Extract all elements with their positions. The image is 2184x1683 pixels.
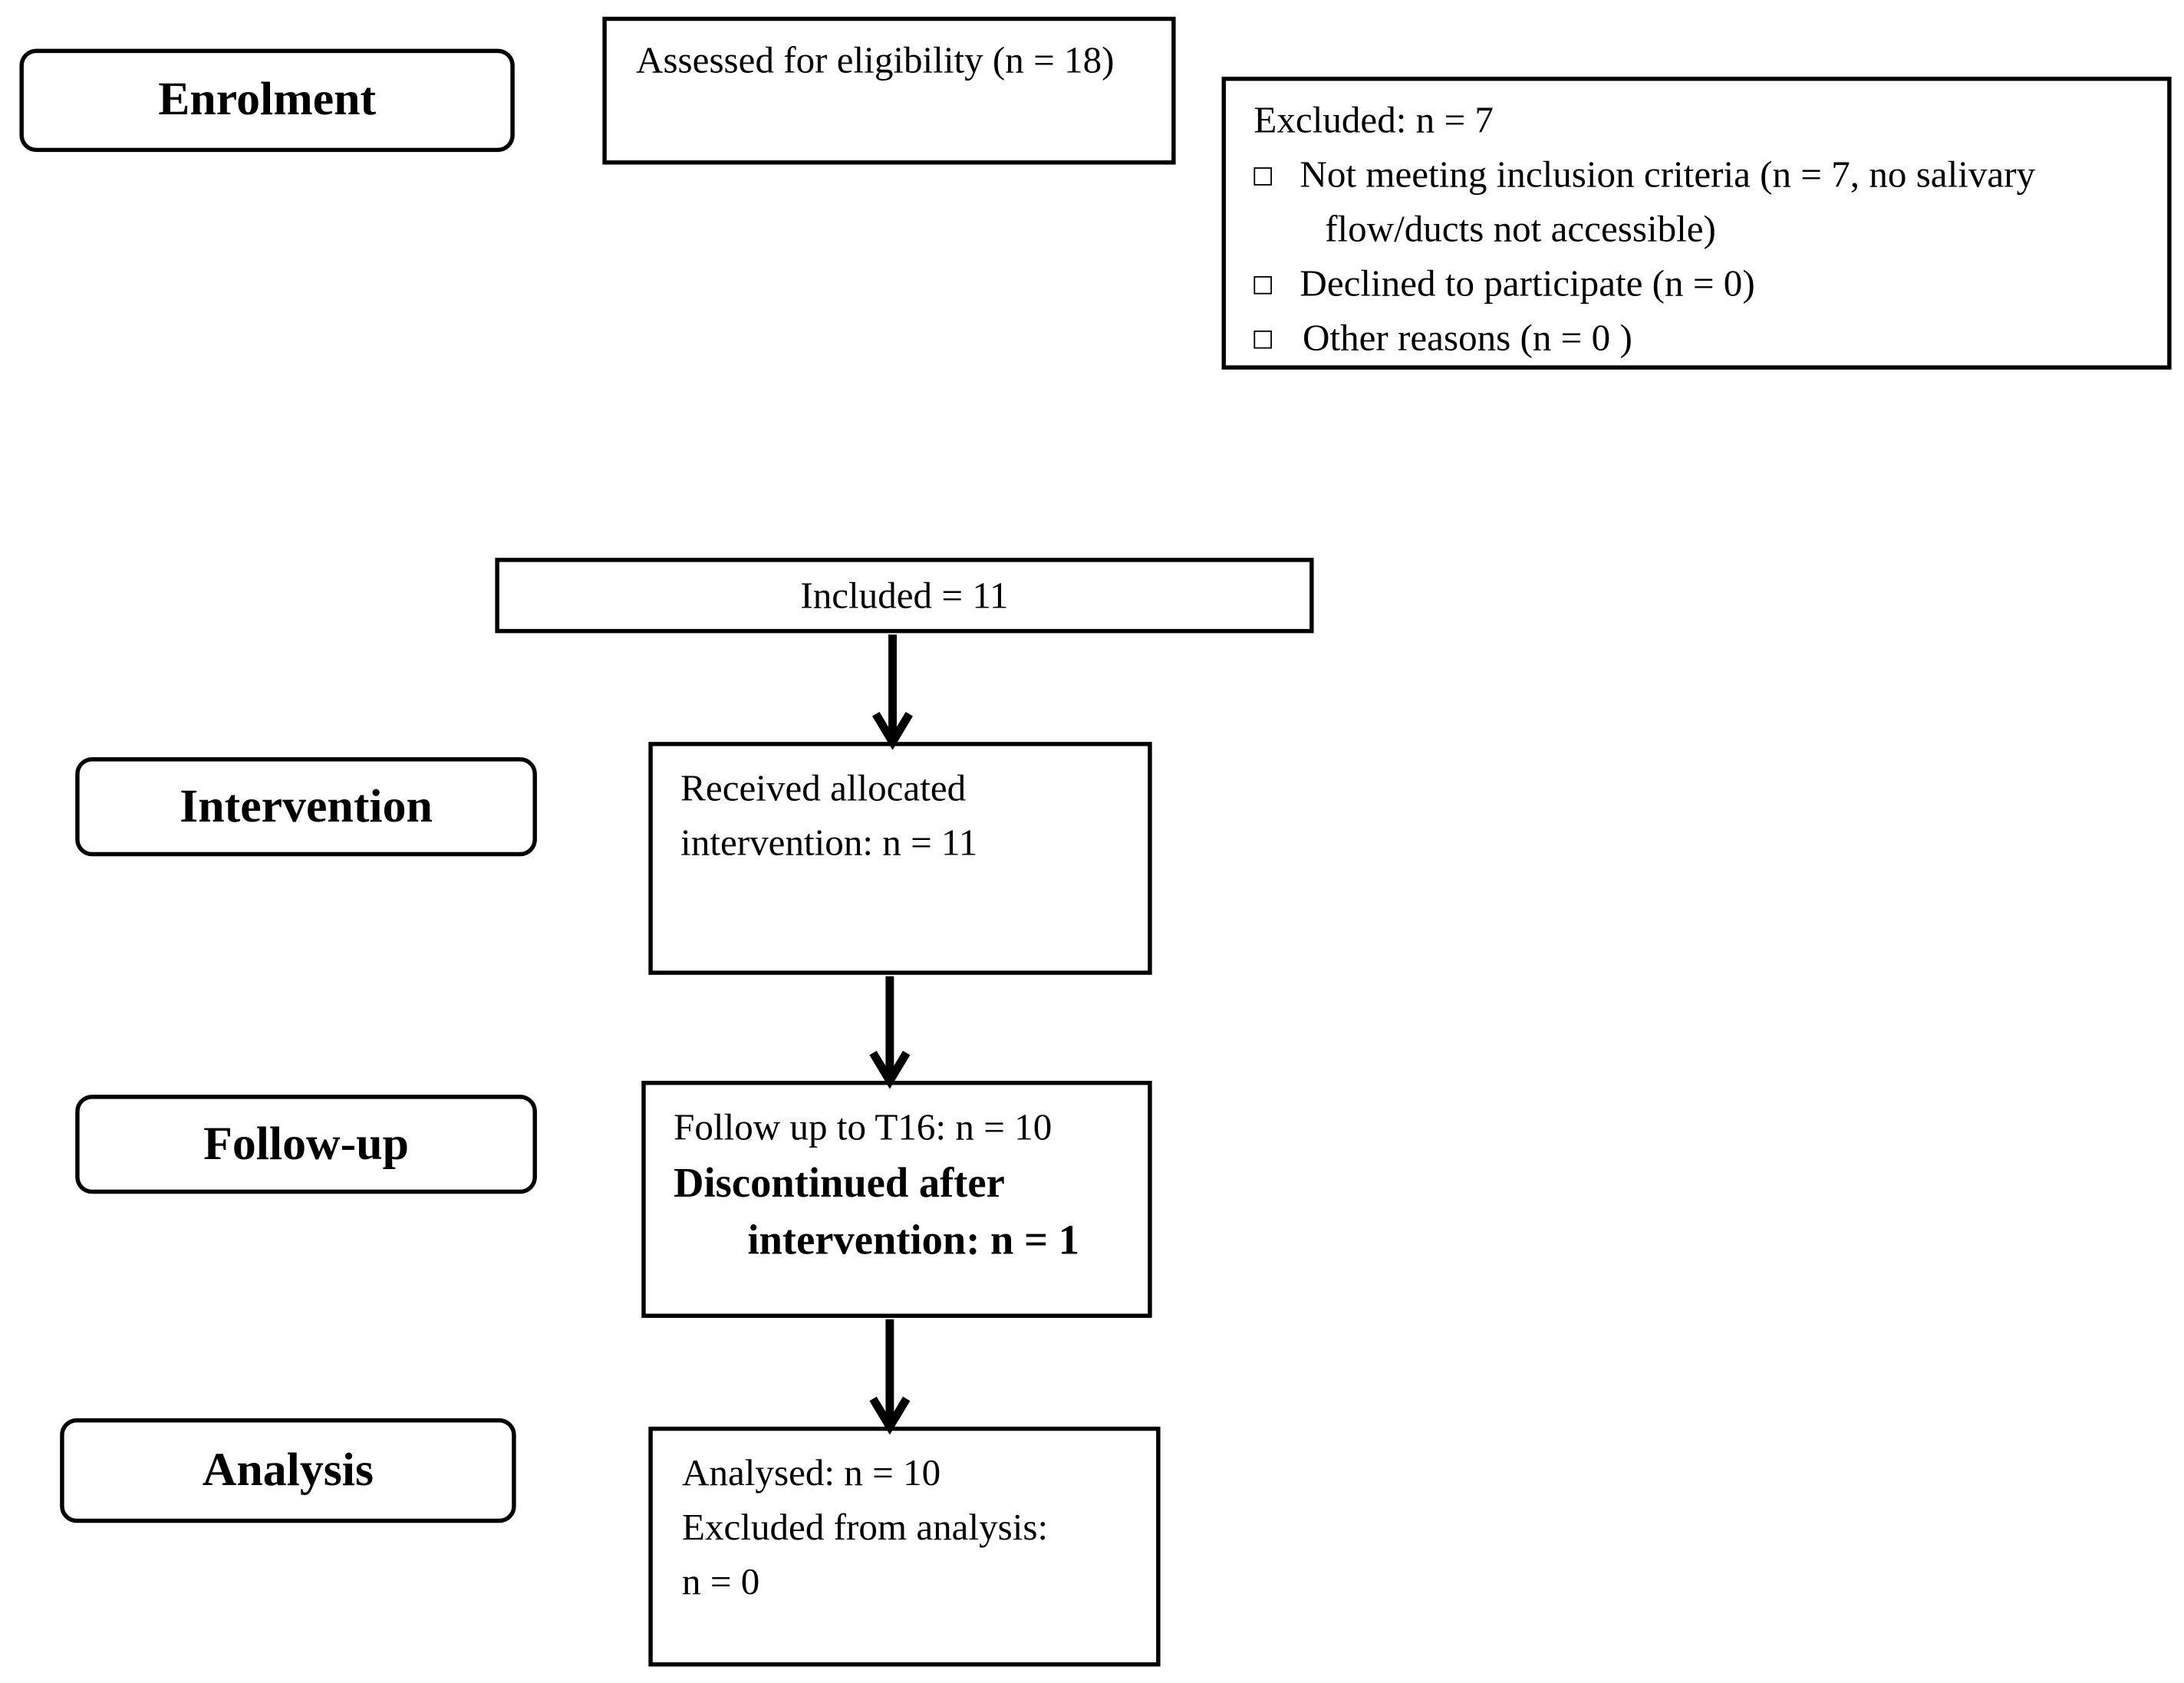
included-text: Included = 11 xyxy=(800,574,1009,616)
excluded-title: Excluded: n = 7 xyxy=(1253,99,1494,141)
excluded-item-text-continued: flow/ducts not accessible) xyxy=(1325,207,1716,250)
assessed-text: Assessed for eligibility (n = 18) xyxy=(636,38,1115,81)
stage-label-follow-up-text: Follow-up xyxy=(203,1118,409,1170)
discontinued-line-2: intervention: n = 1 xyxy=(747,1217,1079,1264)
checkbox-bullet-icon xyxy=(1253,167,1273,186)
stage-label-analysis: Analysis xyxy=(60,1418,516,1523)
allocated-line-1: Received allocated xyxy=(680,766,967,809)
stage-label-intervention-text: Intervention xyxy=(180,780,433,832)
assessed-box: Assessed for eligibility (n = 18) xyxy=(602,16,1176,165)
excluded-item-text: Declined to participate (n = 0) xyxy=(1300,262,1755,305)
arrow-included-to-allocated xyxy=(872,634,914,750)
stage-label-enrolment-text: Enrolment xyxy=(158,74,377,126)
excluded-box: Excluded: n = 7 Not meeting inclusion cr… xyxy=(1221,76,2172,370)
stage-label-intervention: Intervention xyxy=(75,757,537,857)
excluded-item-text: Other reasons (n = 0 ) xyxy=(1303,316,1632,359)
analysed-line-1: Analysed: n = 10 xyxy=(682,1451,941,1494)
discontinued-line-1: Discontinued after xyxy=(674,1160,1005,1207)
checkbox-bullet-icon xyxy=(1253,275,1273,295)
stage-label-follow-up: Follow-up xyxy=(75,1095,537,1194)
checkbox-bullet-icon xyxy=(1253,330,1273,349)
allocated-line-2: intervention: n = 11 xyxy=(680,821,978,864)
excluded-item-text: Not meeting inclusion criteria (n = 7, n… xyxy=(1300,153,2036,196)
allocated-box: Received allocated intervention: n = 11 xyxy=(648,742,1152,975)
analysed-line-3: n = 0 xyxy=(682,1560,760,1602)
stage-label-analysis-text: Analysis xyxy=(202,1444,374,1496)
arrow-follow-up-to-analysed xyxy=(869,1319,911,1435)
excluded-item: Other reasons (n = 0 ) xyxy=(1253,311,2167,365)
analysed-box: Analysed: n = 10 Excluded from analysis:… xyxy=(648,1426,1161,1667)
excluded-item: Declined to participate (n = 0) xyxy=(1253,257,2167,311)
analysed-line-2: Excluded from analysis: xyxy=(682,1506,1049,1548)
follow-up-line-1: Follow up to T16: n = 10 xyxy=(674,1105,1052,1148)
arrow-allocated-to-follow-up xyxy=(869,976,911,1089)
follow-up-box: Follow up to T16: n = 10 Discontinued af… xyxy=(641,1080,1152,1319)
excluded-item: Not meeting inclusion criteria (n = 7, n… xyxy=(1253,148,2167,257)
stage-label-enrolment: Enrolment xyxy=(19,48,515,153)
included-box: Included = 11 xyxy=(495,558,1314,634)
